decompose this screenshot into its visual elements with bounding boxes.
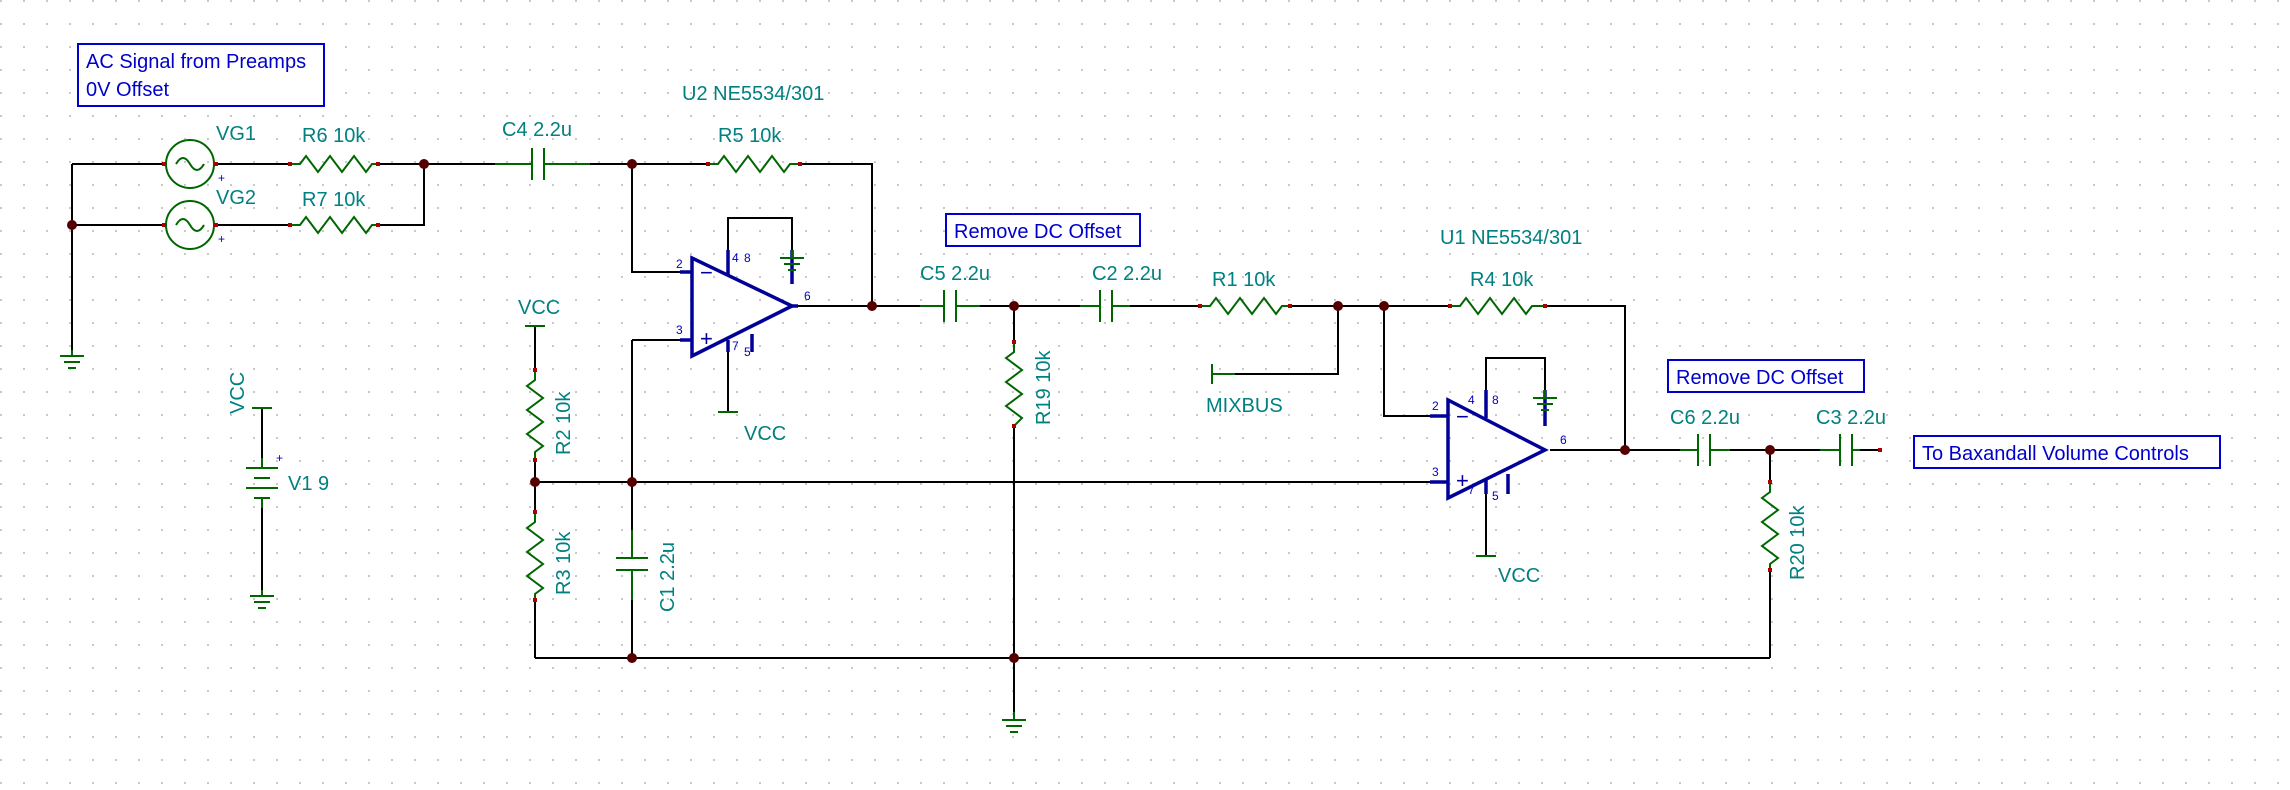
resistor-r4[interactable] <box>1450 296 1545 316</box>
vcc-u1-label: VCC <box>1498 565 1540 587</box>
opamp-u2[interactable]: − + 2 3 6 4 8 7 5 <box>676 250 811 359</box>
u2-pin-6: 6 <box>804 289 811 303</box>
opamp-u1[interactable]: − + 2 3 6 4 8 7 5 <box>1430 390 1567 503</box>
vg2-label: VG2 <box>216 187 256 209</box>
r6-label: R6 10k <box>302 125 366 147</box>
u2-label: U2 NE5534/301 <box>682 83 824 105</box>
c3-label: C3 2.2u <box>1816 407 1886 429</box>
u2-plus-symbol: + <box>700 326 713 351</box>
resistor-r19[interactable] <box>1004 342 1024 427</box>
resistor-r6[interactable] <box>290 154 378 174</box>
vcc-v1-label: VCC <box>227 372 249 414</box>
svg-text:+: + <box>218 232 225 246</box>
u1-pin-8: 8 <box>1492 393 1499 407</box>
wires <box>71 163 1880 712</box>
svg-text:+: + <box>218 171 225 185</box>
c5-label: C5 2.2u <box>920 263 990 285</box>
svg-text:+: + <box>276 451 283 465</box>
c6-label: C6 2.2u <box>1670 407 1740 429</box>
c4-label: C4 2.2u <box>502 119 572 141</box>
note-input-line2: 0V Offset <box>86 79 169 101</box>
u1-pin-5: 5 <box>1492 489 1499 503</box>
c1-label: C1 2.2u <box>657 542 679 612</box>
vcc-r2-label: VCC <box>518 297 560 319</box>
capacitor-c4[interactable] <box>495 148 590 180</box>
mixbus-label: MIXBUS <box>1206 395 1283 417</box>
resistor-r2[interactable] <box>525 370 545 460</box>
note-output: To Baxandall Volume Controls <box>1913 435 2221 469</box>
note-input-line1: AC Signal from Preamps <box>86 51 306 73</box>
capacitor-c1[interactable] <box>616 530 648 600</box>
pin-endpoints <box>162 162 1882 602</box>
u1-minus-symbol: − <box>1456 404 1469 429</box>
resistor-r3[interactable] <box>525 512 545 600</box>
capacitor-c6[interactable] <box>1680 434 1730 466</box>
u1-pin-6: 6 <box>1560 433 1567 447</box>
note-output-text: To Baxandall Volume Controls <box>1922 443 2189 465</box>
mixbus-terminal <box>1211 364 1235 384</box>
resistor-r7[interactable] <box>290 215 378 235</box>
resistor-r5[interactable] <box>708 154 800 174</box>
ground-symbols <box>60 250 1557 733</box>
battery-v1[interactable]: + <box>246 451 283 508</box>
resistor-r20[interactable] <box>1760 482 1780 570</box>
u2-minus-symbol: − <box>700 260 713 285</box>
r2-label: R2 10k <box>553 391 575 455</box>
r1-label: R1 10k <box>1212 269 1276 291</box>
r4-label: R4 10k <box>1470 269 1534 291</box>
resistor-r1[interactable] <box>1200 296 1290 316</box>
note-input: AC Signal from Preamps 0V Offset <box>77 43 325 107</box>
note-dc-offset-1: Remove DC Offset <box>945 213 1141 247</box>
u2-pin-4: 4 <box>732 251 739 265</box>
u1-label: U1 NE5534/301 <box>1440 227 1582 249</box>
note-dc-offset-2: Remove DC Offset <box>1667 359 1865 393</box>
u1-pin-2: 2 <box>1432 399 1439 413</box>
capacitor-c3[interactable] <box>1820 434 1860 466</box>
c2-label: C2 2.2u <box>1092 263 1162 285</box>
note-dc1-text: Remove DC Offset <box>954 221 1122 243</box>
u1-pin-7: 7 <box>1468 483 1475 497</box>
r20-label: R20 10k <box>1787 505 1809 580</box>
junction-dots <box>67 159 1775 663</box>
u2-pin-7: 7 <box>732 339 739 353</box>
u1-pin-4: 4 <box>1468 393 1475 407</box>
u2-pin-2: 2 <box>676 257 683 271</box>
vcc-u2-label: VCC <box>744 423 786 445</box>
u1-pin-3: 3 <box>1432 465 1439 479</box>
r3-label: R3 10k <box>553 531 575 595</box>
r7-label: R7 10k <box>302 189 366 211</box>
u2-pin-3: 3 <box>676 323 683 337</box>
r5-label: R5 10k <box>718 125 782 147</box>
vg1-label: VG1 <box>216 123 256 145</box>
v1-label: V1 9 <box>288 473 329 495</box>
u1-plus-symbol: + <box>1456 468 1469 493</box>
u2-pin-5: 5 <box>744 345 751 359</box>
capacitor-c2[interactable] <box>1080 290 1130 322</box>
r19-label: R19 10k <box>1033 350 1055 425</box>
note-dc2-text: Remove DC Offset <box>1676 367 1844 389</box>
capacitor-c5[interactable] <box>920 290 980 322</box>
u2-pin-8: 8 <box>744 251 751 265</box>
